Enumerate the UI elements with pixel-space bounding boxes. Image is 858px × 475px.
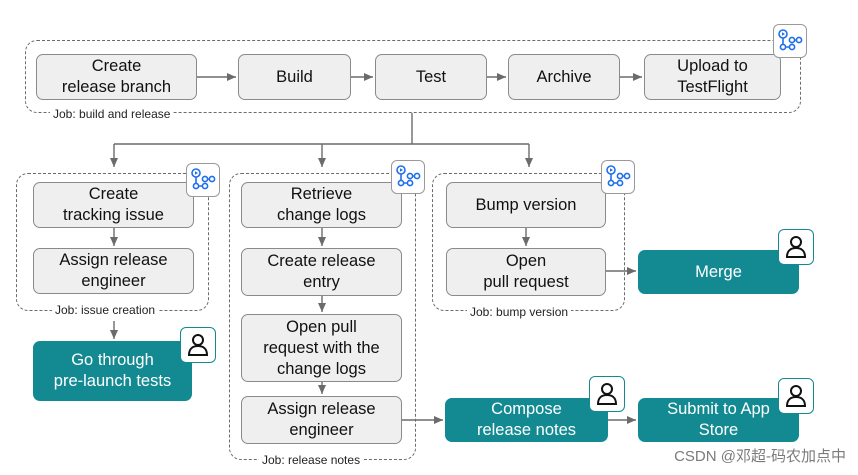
person-icon [180,327,216,363]
step-go-through-pre-launch-tests: Go through pre-launch tests [33,341,192,401]
watermark-text: CSDN @邓超-码农加点中 [674,448,846,465]
job-label-issue-creation: Job: issue creation [52,303,159,317]
job-label-build-and-release: Job: build and release [50,107,174,121]
step-retrieve-change-logs: Retrieve change logs [241,182,402,228]
step-assign-release-engineer-issue: Assign release engineer [33,248,194,294]
step-archive: Archive [508,54,620,100]
step-open-pull-request-bump: Open pull request [446,248,606,296]
workflow-icon [601,160,635,194]
step-open-pull-request-change-logs: Open pull request with the change logs [241,314,402,382]
step-upload-to-testflight: Upload to TestFlight [644,54,781,100]
step-create-release-entry: Create release entry [241,248,402,296]
step-assign-release-engineer-notes: Assign release engineer [241,396,402,444]
workflow-icon [186,163,220,197]
workflow-icon [773,24,807,58]
step-build: Build [238,54,351,100]
job-label-release-notes: Job: release notes [259,453,364,467]
step-create-tracking-issue: Create tracking issue [33,182,194,228]
step-test: Test [375,54,487,100]
workflow-icon [391,160,425,194]
step-compose-release-notes: Compose release notes [445,398,608,442]
step-submit-to-app-store: Submit to App Store [638,398,799,442]
job-label-bump-version: Job: bump version [467,305,572,319]
step-merge: Merge [638,250,799,294]
job-group-build-and-release [25,40,801,113]
person-icon [778,378,814,414]
step-create-release-branch: Create release branch [36,54,197,100]
step-bump-version: Bump version [446,182,606,228]
person-icon [778,229,814,265]
person-icon [589,376,625,412]
